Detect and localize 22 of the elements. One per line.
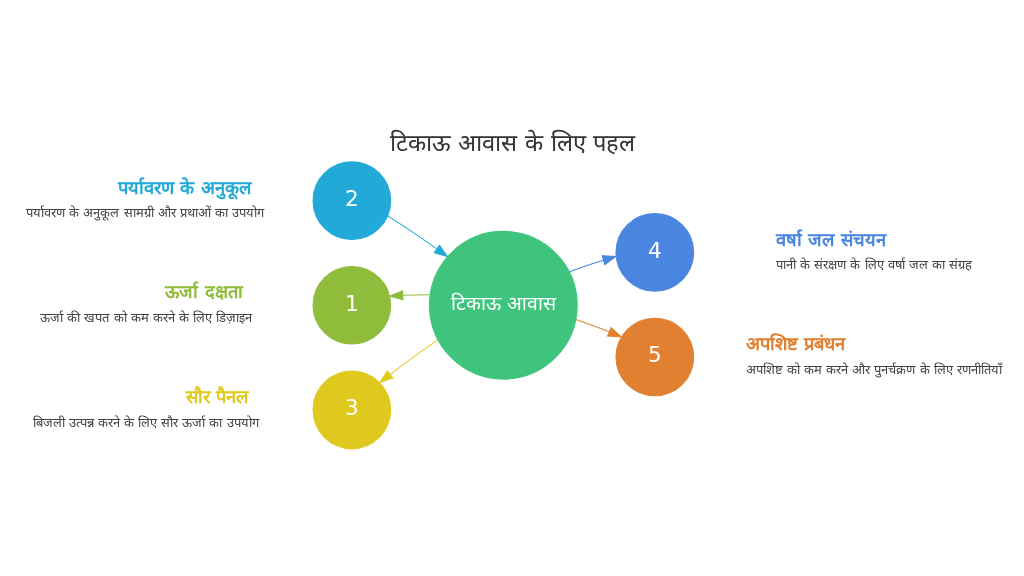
arrow [568, 255, 617, 273]
node-circle: 2 [312, 161, 391, 240]
node-circle: 3 [312, 370, 391, 450]
node-circle: 4 [614, 213, 694, 292]
arrow [378, 339, 438, 384]
node-label: पर्यावरण के अनुकूल [117, 176, 251, 198]
arrow [386, 215, 449, 258]
diagram-title: टिकाऊ आवास के लिए पहल [389, 128, 635, 157]
node-circle: 1 [312, 265, 391, 345]
node-label: पानी के संरक्षण के लिए वर्षा जल का संग्रह [775, 257, 972, 273]
arrow [574, 319, 623, 338]
node-label: सौर पैनल [185, 385, 248, 407]
node-label: बिजली उत्पन्न करने के लिए सौर ऊर्जा का उपयोग [32, 414, 259, 430]
node-label: वर्षा जल संचयन [775, 228, 886, 250]
node-circle: टिकाऊ आवास [428, 230, 578, 380]
node-circle: 5 [614, 317, 694, 397]
node-label: ऊर्जा दक्षता [164, 281, 243, 303]
node-label: ऊर्जा की खपत को कम करने के लिए डिज़ाइन [39, 310, 252, 326]
node-label: पर्यावरण के अनुकूल सामग्री और प्रथाओं का उपयोग [25, 205, 264, 221]
node-label: अपशिष्ट प्रबंधन [745, 333, 845, 355]
arrow [387, 289, 431, 301]
node-label: अपशिष्ट को कम करने और पुनर्चक्रण के लिए रणनीतियाँ [745, 361, 1002, 377]
